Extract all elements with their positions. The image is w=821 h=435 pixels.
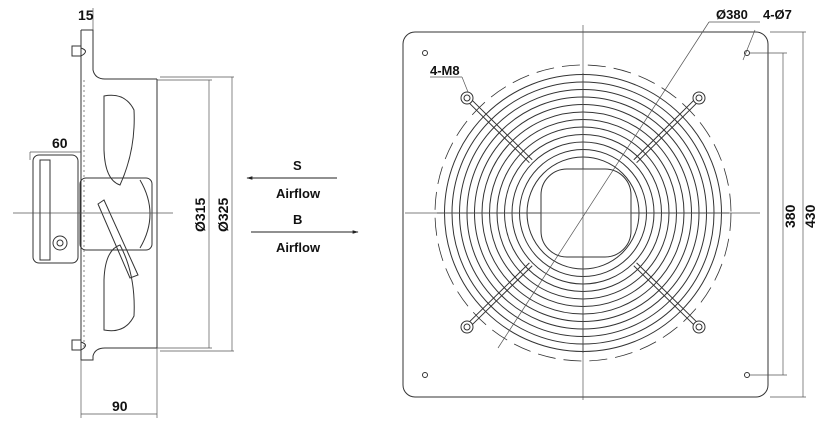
guard-strut [636, 99, 701, 164]
guard-strut [633, 96, 698, 161]
suction-airflow-text: Airflow [276, 186, 321, 201]
blowing-label: B [293, 212, 302, 227]
guard-lug [460, 91, 474, 105]
dim-hole-spacing: 380 [782, 204, 798, 228]
fan-blade [103, 244, 135, 332]
bolt-icon [71, 45, 86, 57]
leader-diameter [497, 21, 710, 349]
guard-strut [468, 96, 533, 161]
airflow-legend: S Airflow B Airflow [246, 158, 359, 255]
motor-terminal-box [32, 154, 79, 264]
side-view: 15 60 90 Ø315 Ø325 [13, 7, 234, 418]
mounting-plate [402, 31, 769, 398]
fan-blade [103, 94, 135, 186]
motor-hub [79, 177, 153, 251]
guard-lug [692, 320, 706, 334]
dim-housing-depth: 90 [112, 398, 128, 414]
fan-blade [97, 199, 139, 279]
dim-flange-thickness: 15 [78, 7, 94, 23]
blowing-airflow-text: Airflow [276, 240, 321, 255]
dim-plate-size: 430 [802, 204, 818, 228]
guard-lug [460, 320, 474, 334]
dim-outer-diameter: Ø325 [215, 198, 231, 232]
suction-label: S [293, 158, 302, 173]
guard-strut [636, 262, 701, 326]
front-view: 4-M8 Ø380 4-Ø7 380 430 [402, 7, 818, 400]
mount-hole [422, 50, 428, 56]
dim-bolt-circle: Ø380 [716, 7, 748, 22]
mount-hole [744, 372, 750, 378]
guard-strut [465, 99, 530, 164]
guard-lug [692, 91, 706, 105]
mount-hole [422, 372, 428, 378]
dim-mount-holes: 4-Ø7 [763, 7, 792, 22]
guard-strut [465, 262, 530, 326]
bolt-icon [71, 339, 86, 351]
guard-strut [633, 265, 698, 329]
guard-strut [468, 265, 533, 329]
dim-inner-diameter: Ø315 [192, 198, 208, 232]
dim-guard-threads: 4-M8 [430, 63, 460, 78]
flange-housing [80, 29, 158, 361]
dim-motor-depth: 60 [52, 135, 68, 151]
